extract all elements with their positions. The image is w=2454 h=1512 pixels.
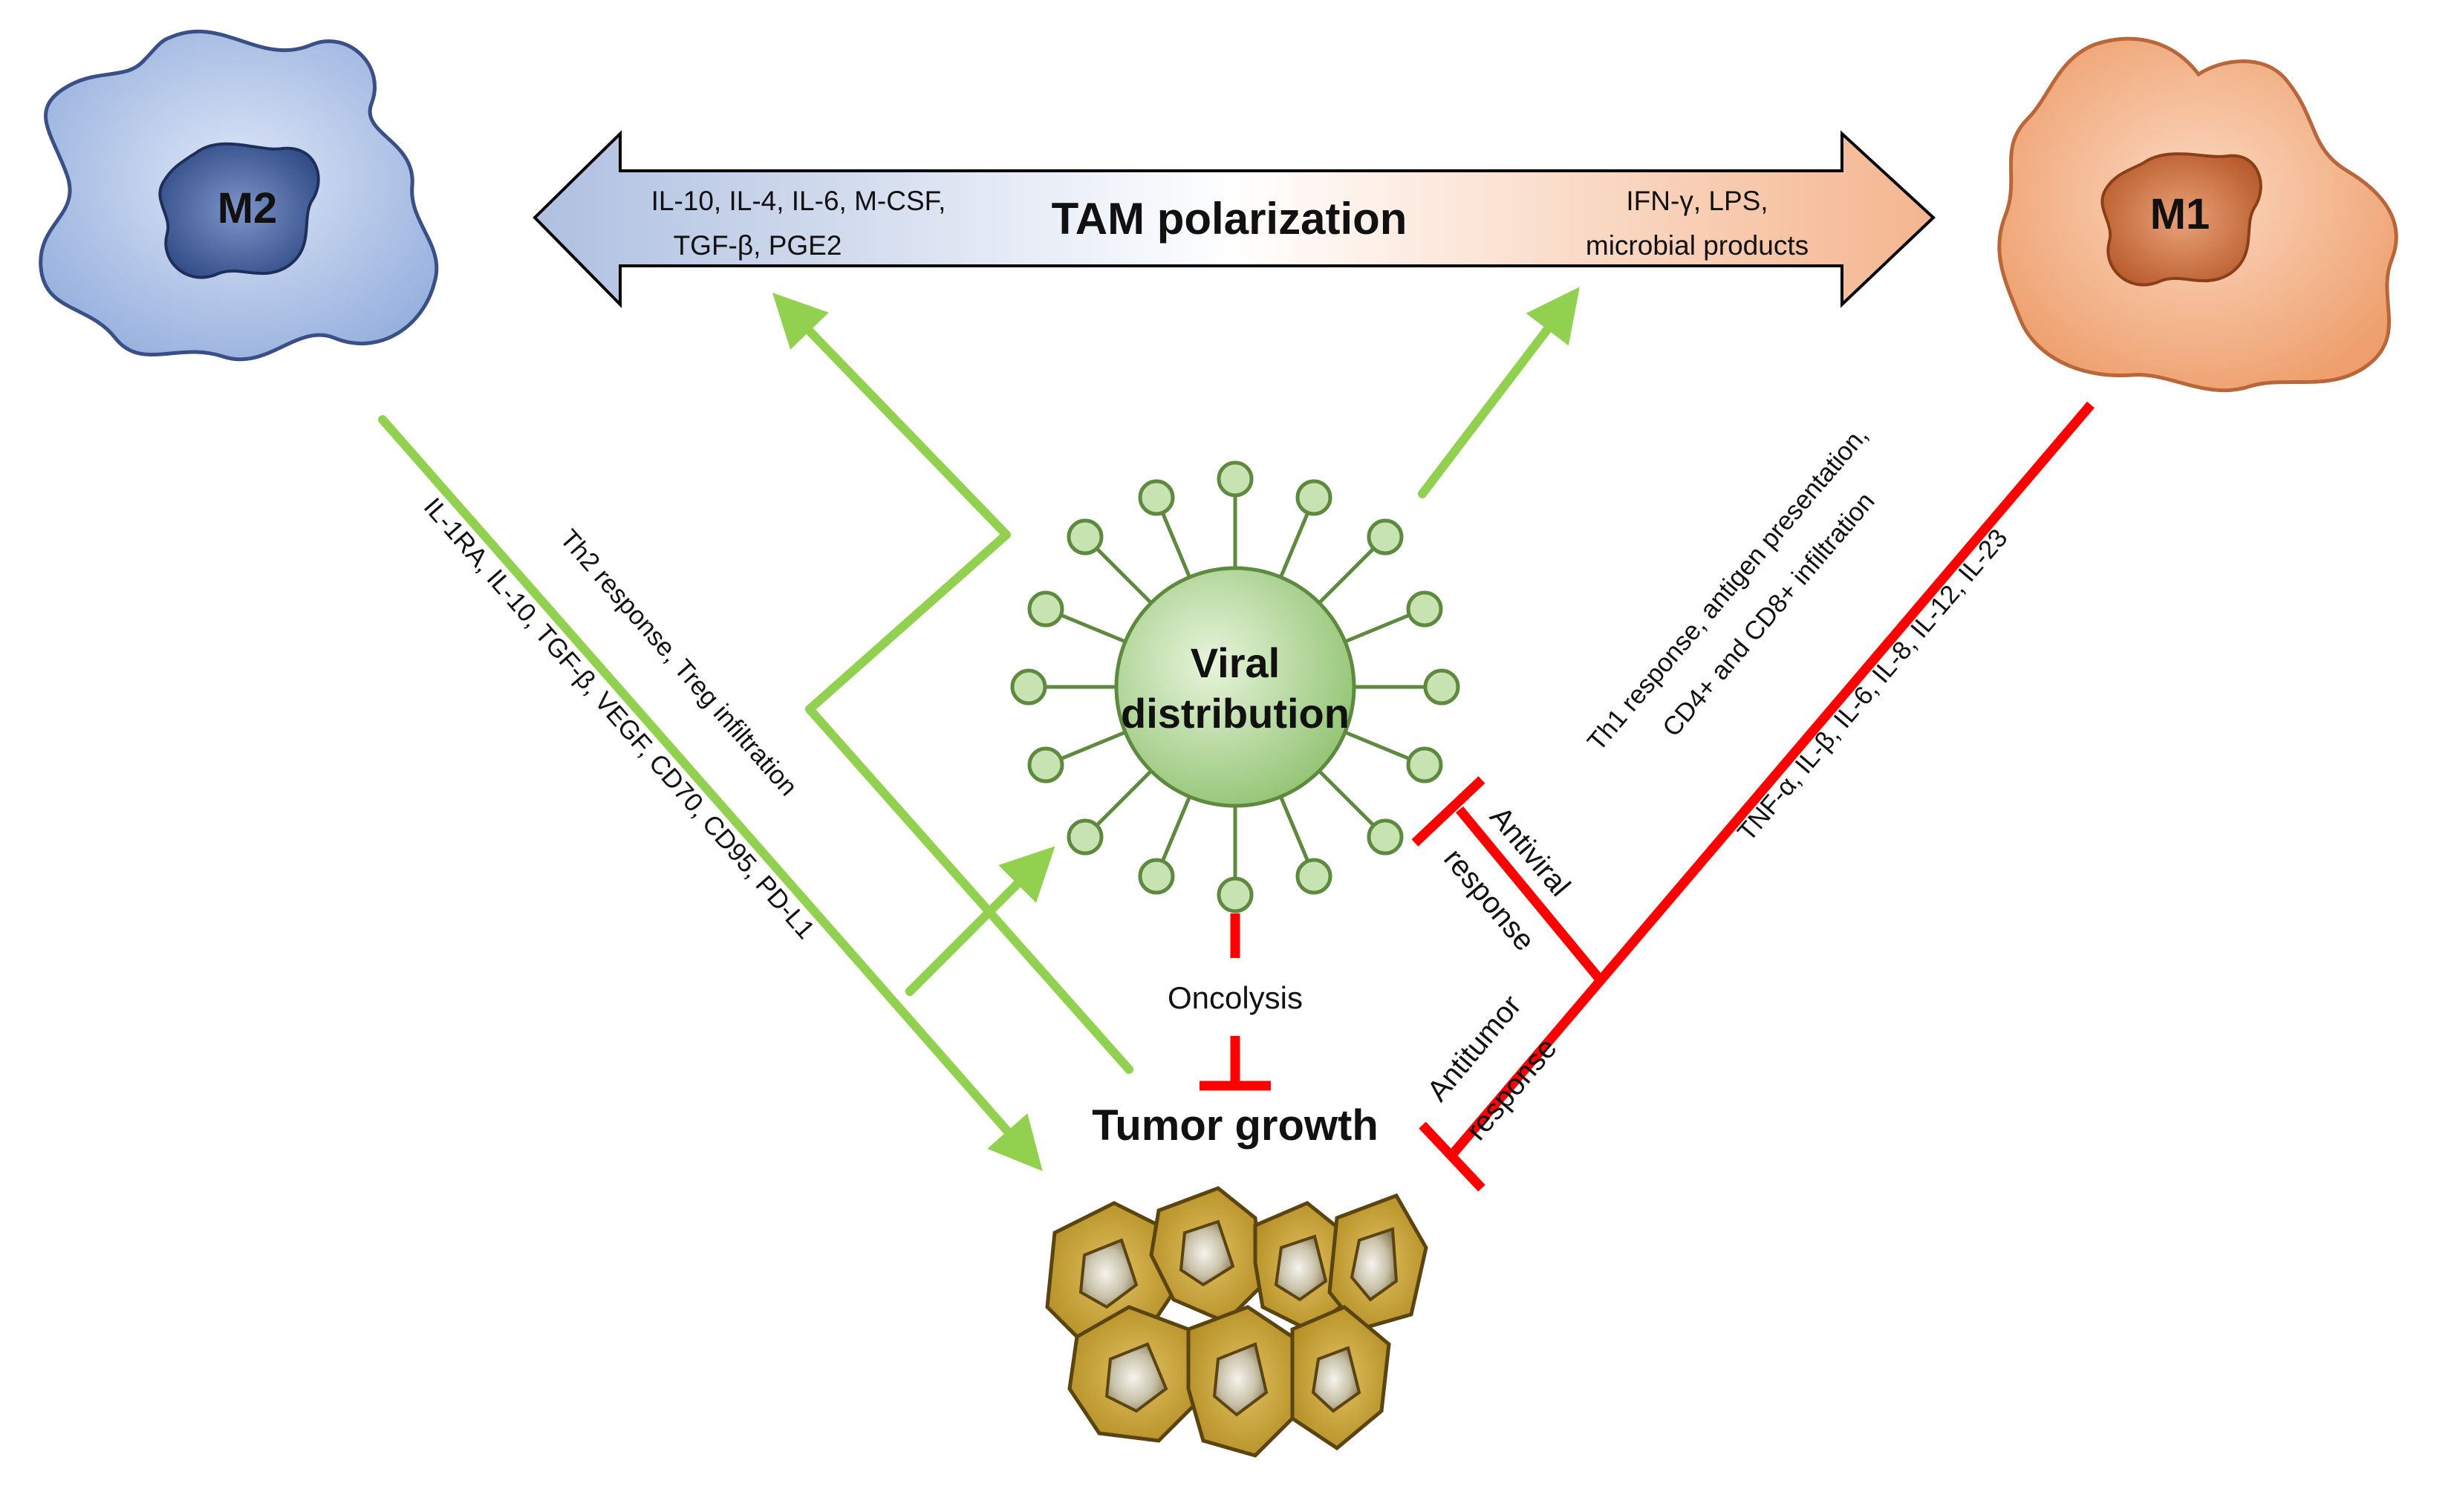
m2-pathways xyxy=(378,287,1580,1172)
tumor-to-m2-arrow xyxy=(772,293,1133,1074)
m1-nucleus xyxy=(2100,152,2262,287)
virus-label-line1: Viral xyxy=(1191,639,1280,686)
tumor-nucleus xyxy=(1274,1234,1328,1302)
m2-branch-labels: Th2 response, Treg infiltration IL-1RA, … xyxy=(418,492,821,945)
antiviral-branch xyxy=(1455,806,1605,984)
m1-macrophage: M1 xyxy=(1997,36,2398,393)
m1-branch-labels: Th1 response, antigen presentation, CD4+… xyxy=(1582,421,2014,847)
m2-factors-line2: TGF-β, PGE2 xyxy=(674,230,842,261)
virus-capsid xyxy=(1114,566,1356,808)
virus-to-m1-arrow xyxy=(1418,287,1580,498)
m2-macrophage: M2 xyxy=(39,29,439,362)
m2-factors-line1: IL-10, IL-4, IL-6, M-CSF, xyxy=(651,186,946,216)
tumor-nucleus xyxy=(1104,1342,1168,1413)
tumor-cells xyxy=(1045,1186,1428,1458)
tumor-nucleus xyxy=(1078,1238,1139,1309)
tumor-growth-label: Tumor growth xyxy=(1092,1101,1379,1150)
m1-factors-line1: IFN-γ, LPS, xyxy=(1626,186,1768,216)
m2-branch-stem xyxy=(905,924,977,996)
tumor-nucleus xyxy=(1311,1346,1361,1413)
m2-to-tumor-arrow xyxy=(378,415,1043,1172)
m1-branch-line3: TNF-α, IL-β, IL-6, IL-8, IL-12, IL-23 xyxy=(1732,524,2014,847)
virus-spikes xyxy=(1010,460,1460,913)
antitumor-response-label: Antitumor response xyxy=(1421,989,1563,1147)
tam-polarization-arrow: IL-10, IL-4, IL-6, M-CSF, TGF-β, PGE2 TA… xyxy=(533,130,1936,308)
tumor-nucleus xyxy=(1212,1342,1269,1417)
tam-polarization-title: TAM polarization xyxy=(1052,194,1407,244)
oncolysis-label: Oncolysis xyxy=(1168,980,1303,1015)
tumor-nucleus xyxy=(1350,1227,1399,1302)
virus-label-line2: distribution xyxy=(1121,690,1350,737)
antiviral-bar xyxy=(1411,776,1485,847)
m2-label: M2 xyxy=(218,184,278,232)
m1-label: M1 xyxy=(2150,190,2210,238)
m2-branch-line2: IL-1RA, IL-10, TGF-β, VEGF, CD70, CD95, … xyxy=(418,492,821,945)
m1-main-line xyxy=(1448,401,2095,1159)
m1-factors-line2: microbial products xyxy=(1586,230,1809,261)
antiviral-response-label: Antiviral response xyxy=(1437,801,1576,957)
m1-pathways xyxy=(1200,401,2095,1192)
antitumor-bar xyxy=(1419,1121,1485,1192)
tumor-nucleus xyxy=(1179,1219,1235,1287)
virus: Viral distribution xyxy=(1010,460,1460,913)
m2-nucleus xyxy=(158,142,320,279)
